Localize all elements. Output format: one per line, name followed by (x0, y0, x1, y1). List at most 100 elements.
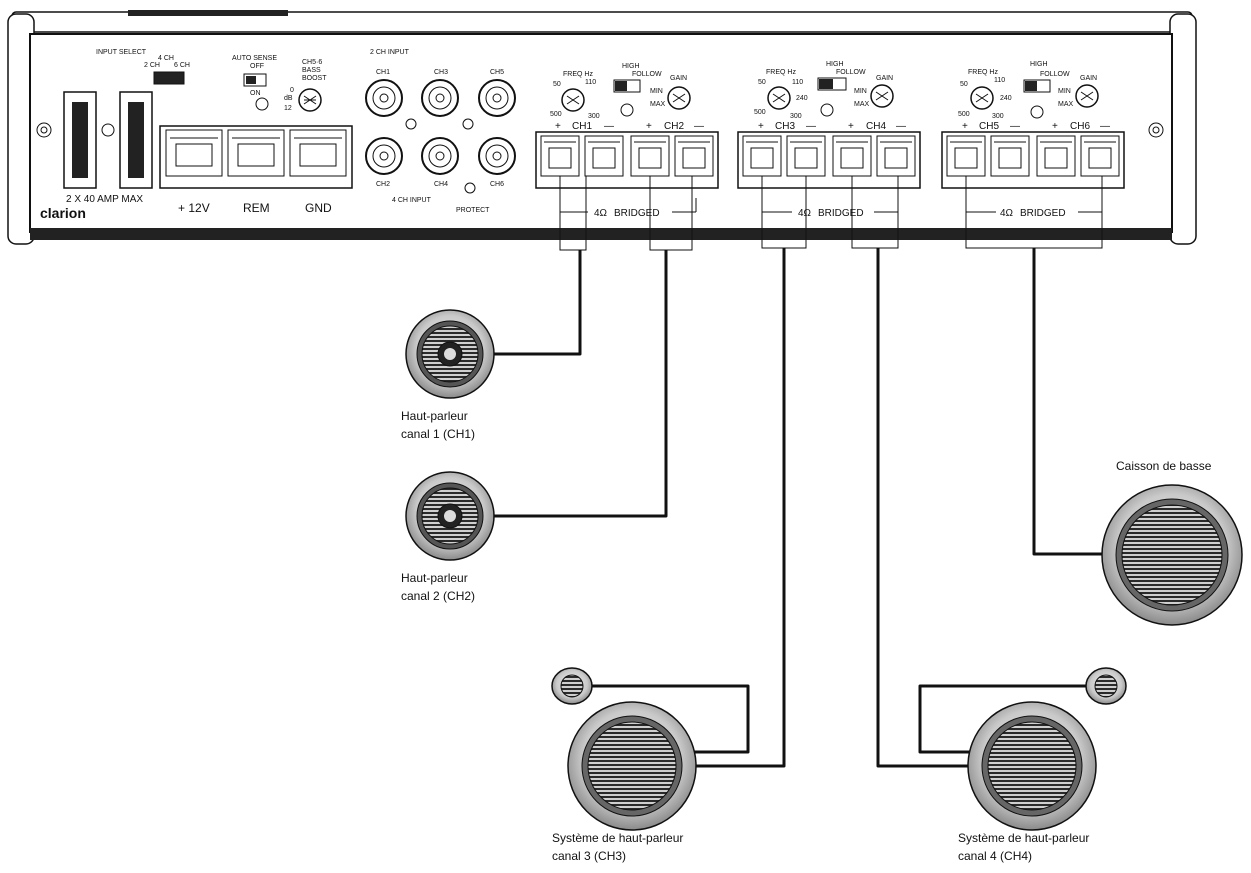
loop-ch1 (559, 176, 587, 251)
input-4ch-label: 4 CH INPUT (392, 197, 432, 204)
auto-sense-off: OFF (250, 63, 264, 70)
freq-label-3: FREQ Hz (968, 69, 998, 76)
gain-label-1: GAIN (670, 75, 687, 82)
gain-knob-2[interactable] (870, 84, 894, 108)
wire-sub (1032, 248, 1104, 556)
bridged-label-2: BRIDGED (818, 208, 864, 219)
terminal-ch5-plus[interactable] (946, 135, 986, 177)
terminal-12v[interactable] (165, 129, 223, 177)
speaker-ch1-label-1: Haut-parleur (401, 409, 468, 423)
rca-jack-ch4[interactable] (421, 137, 459, 175)
rca-jack-ch5[interactable] (478, 79, 516, 117)
high-label-2: HIGH (826, 61, 844, 68)
ch5-plus: + (962, 121, 968, 132)
gain-knob-3[interactable] (1075, 84, 1099, 108)
protect-label: PROTECT (456, 207, 490, 214)
bass-boost-title-1: CH5·6 (302, 59, 322, 66)
freq-knob-2[interactable] (767, 86, 791, 110)
rca-label-ch6: CH6 (490, 181, 504, 188)
bass-boost-db: dB (284, 95, 293, 102)
wire-tweeter-ch3 (588, 684, 750, 754)
wire-ch4 (876, 248, 988, 768)
rca-label-ch3: CH3 (434, 69, 448, 76)
wire-tweeter-ch4 (918, 684, 1090, 754)
follow-label-3: FOLLOW (1040, 71, 1070, 78)
speaker-terminal-block-1 (535, 131, 719, 189)
ch1-label: CH1 (572, 121, 592, 132)
screw-left (36, 122, 52, 138)
freq-300-1: 300 (588, 113, 600, 120)
amp-bottom-rail (30, 228, 1172, 240)
terminal-ch3-minus[interactable] (786, 135, 826, 177)
gain-label-3: GAIN (1080, 75, 1097, 82)
terminal-ch2-minus[interactable] (674, 135, 714, 177)
terminal-gnd[interactable] (289, 129, 347, 177)
ch5-label: CH5 (979, 121, 999, 132)
rca-jack-ch3[interactable] (421, 79, 459, 117)
fuse-holder[interactable] (63, 91, 153, 189)
speaker-terminal-block-2 (737, 131, 921, 189)
terminal-ch2-plus[interactable] (630, 135, 670, 177)
amp-top-tab (128, 10, 288, 16)
ch2-plus: + (646, 121, 652, 132)
high-label-3: HIGH (1030, 61, 1048, 68)
speaker-ch2-label-1: Haut-parleur (401, 571, 468, 585)
subwoofer (1101, 484, 1243, 626)
bass-boost-knob[interactable] (298, 88, 322, 112)
gain-knob-1[interactable] (667, 86, 691, 110)
freq-label-2: FREQ Hz (766, 69, 796, 76)
woofer-ch4 (967, 701, 1097, 831)
freq-110-2: 110 (792, 79, 803, 86)
terminal-ch3-plus[interactable] (742, 135, 782, 177)
freq-knob-1[interactable] (561, 88, 585, 112)
bass-boost-12: 12 (284, 105, 292, 112)
terminal-ch1-plus[interactable] (540, 135, 580, 177)
rca-jack-ch2[interactable] (365, 137, 403, 175)
input-select-switch[interactable] (153, 71, 185, 85)
terminal-ch6-minus[interactable] (1080, 135, 1120, 177)
terminal-ch5-minus[interactable] (990, 135, 1030, 177)
rca-jack-ch1[interactable] (365, 79, 403, 117)
bridged-label-1: BRIDGED (614, 208, 660, 219)
bridged-ohm-3: 4Ω (1000, 208, 1014, 219)
freq-500-1: 500 (550, 111, 562, 118)
wiring (492, 176, 1104, 768)
terminal-ch4-plus[interactable] (832, 135, 872, 177)
ch6-plus: + (1052, 121, 1058, 132)
auto-sense-on: ON (250, 90, 261, 97)
ch1-minus: — (604, 121, 614, 132)
freq-knob-3[interactable] (970, 86, 994, 110)
rca-label-ch2: CH2 (376, 181, 390, 188)
ch2-label: CH2 (664, 121, 684, 132)
terminal-rem[interactable] (227, 129, 285, 177)
freq-110-1: 110 (585, 79, 596, 86)
gain-max-3: MAX (1058, 101, 1074, 108)
rca-label-ch4: CH4 (434, 181, 448, 188)
rca-screw-b (462, 118, 474, 130)
terminal-ch6-plus[interactable] (1036, 135, 1076, 177)
ch4-plus: + (848, 121, 854, 132)
terminal-ch1-minus[interactable] (584, 135, 624, 177)
power-terminal-block (159, 125, 353, 189)
speaker-ch4-label-1: Système de haut-parleur (958, 831, 1089, 845)
freq-500-2: 500 (754, 109, 766, 116)
ch4-minus: — (896, 121, 906, 132)
follow-label-2: FOLLOW (836, 69, 866, 76)
input-select-4ch: 4 CH (158, 55, 174, 62)
rca-jack-ch6[interactable] (478, 137, 516, 175)
terminal-ch4-minus[interactable] (876, 135, 916, 177)
gain-min-3: MIN (1058, 88, 1071, 95)
speaker-ch4-label-2: canal 4 (CH4) (958, 849, 1032, 863)
tweeter-ch3 (551, 667, 593, 705)
speaker-ch1 (405, 309, 495, 399)
bridged-ohm-1: 4Ω (594, 208, 608, 219)
bridged-label-3: BRIDGED (1020, 208, 1066, 219)
protect-led (464, 182, 476, 194)
crossover-group-3: FREQ Hz 50 110 240 500 300 HIGH FOLLOW G… (958, 61, 1099, 120)
gain-min-1: MIN (650, 88, 663, 95)
bridged-ohm-2: 4Ω (798, 208, 812, 219)
freq-300-2: 300 (790, 113, 802, 120)
rca-screw-a (405, 118, 417, 130)
ch4-label: CH4 (866, 121, 886, 132)
bass-boost-0: 0 (290, 87, 294, 94)
